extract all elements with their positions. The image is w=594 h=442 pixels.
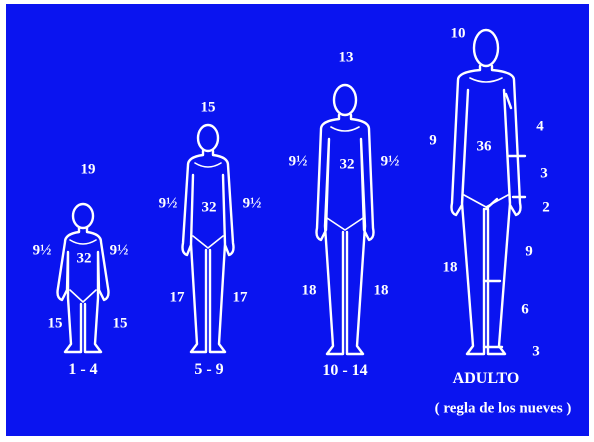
adult-caption: ADULTO — [453, 371, 520, 387]
left-arm-percent-label: 9½ — [289, 155, 308, 170]
forearm-percent-label: 3 — [540, 167, 548, 182]
footnote-rule-of-nines: ( regla de los nueves ) — [435, 402, 572, 417]
lower-leg-percent-label: 6 — [521, 303, 529, 318]
head-percent-label: 13 — [339, 51, 354, 66]
left-leg-percent-label: 18 — [302, 284, 317, 299]
right-arm-percent-label: 9½ — [381, 155, 400, 170]
age-caption: 10 - 14 — [322, 363, 367, 379]
right-leg-percent-label: 18 — [374, 284, 389, 299]
trunk-percent-label: 32 — [202, 201, 217, 216]
trunk-percent-label: 32 — [340, 158, 355, 173]
left-arm-percent-label: 9½ — [33, 244, 52, 259]
foot-percent-label: 3 — [532, 345, 540, 360]
leg-percent-label: 18 — [443, 261, 458, 276]
age-caption: 1 - 4 — [68, 362, 97, 378]
left-arm-percent-label: 9½ — [159, 197, 178, 212]
left-leg-percent-label: 15 — [48, 317, 63, 332]
right-arm-percent-label: 9½ — [243, 197, 262, 212]
trunk-percent-label: 36 — [477, 140, 492, 155]
left-leg-percent-label: 17 — [170, 291, 185, 306]
diagram-panel: 19 9½ 32 9½ 15 15 1 - 4 15 9½ 32 9½ 17 1… — [6, 4, 589, 436]
age-caption: 5 - 9 — [194, 362, 223, 378]
head-percent-label: 19 — [81, 163, 96, 178]
thigh-percent-label: 9 — [525, 245, 533, 260]
right-leg-percent-label: 17 — [233, 291, 248, 306]
upper-arm-percent-label: 4 — [536, 120, 544, 135]
head-percent-label: 10 — [451, 27, 466, 42]
trunk-percent-label: 32 — [77, 252, 92, 267]
head-percent-label: 15 — [201, 101, 216, 116]
arm-percent-label: 9 — [429, 134, 437, 149]
hand-percent-label: 2 — [542, 201, 550, 216]
right-leg-percent-label: 15 — [113, 317, 128, 332]
right-arm-percent-label: 9½ — [110, 244, 129, 259]
